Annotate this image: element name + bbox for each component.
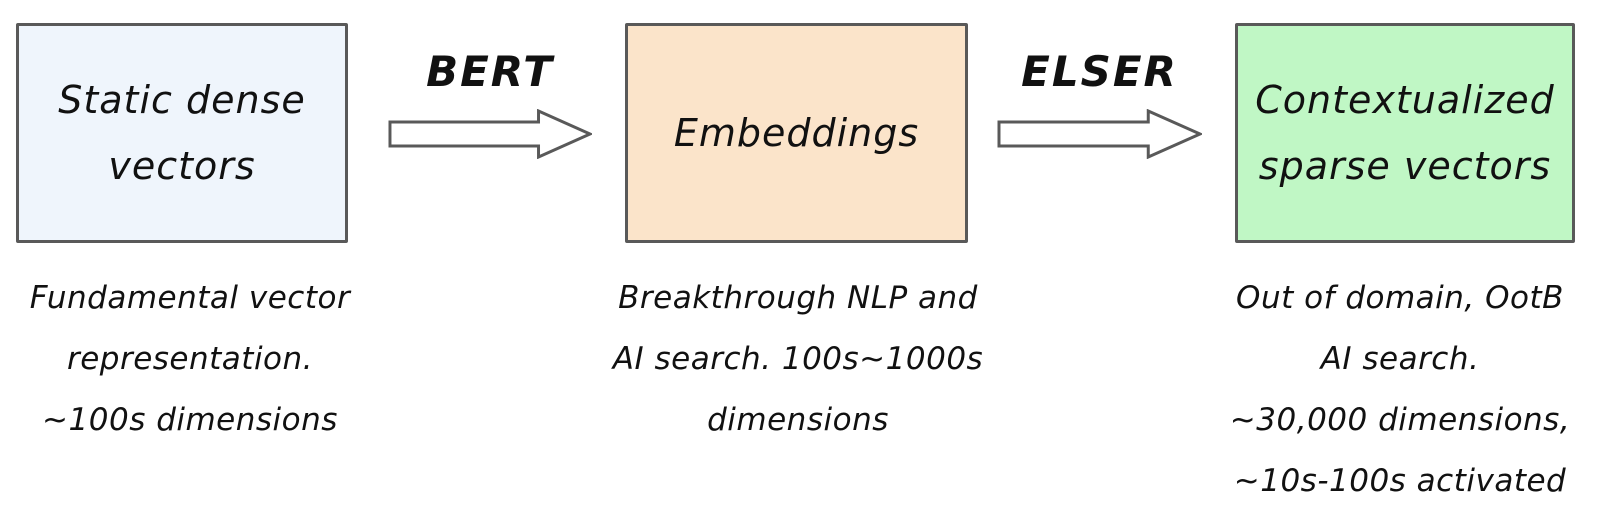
elser-arrow-label: ELSER [1021,47,1178,96]
caption-line: AI search. 100s~1000s [612,341,984,377]
caption-line: representation. [66,341,314,377]
contextualized-sparse-vectors-caption: Out of domain, OotB AI search. ~30,000 d… [1180,268,1600,512]
caption-line: ~30,000 dimensions, [1229,402,1571,438]
bert-arrow-label: BERT [426,47,554,96]
elser-arrow-icon [997,109,1202,159]
contextualized-sparse-vectors-label-line-1: Contextualized [1255,78,1555,122]
static-dense-vectors-label-line-2: vectors [108,144,256,188]
contextualized-sparse-vectors-box: Contextualized sparse vectors [1235,23,1575,243]
embeddings-label: Embeddings [673,111,920,155]
embeddings-caption: Breakthrough NLP and AI search. 100s~100… [572,268,1024,451]
caption-line: Fundamental vector [29,280,351,316]
embeddings-box: Embeddings [625,23,968,243]
static-dense-vectors-label-line-1: Static dense [58,78,306,122]
caption-line: ~10s-100s activated [1233,463,1567,499]
caption-line: ~100s dimensions [42,402,338,438]
static-dense-vectors-caption: Fundamental vector representation. ~100s… [0,268,380,451]
caption-line: Breakthrough NLP and [618,280,978,316]
static-dense-vectors-box: Static dense vectors [16,23,348,243]
caption-line: dimensions [707,402,889,438]
contextualized-sparse-vectors-label-line-2: sparse vectors [1258,144,1552,188]
caption-line: AI search. [1320,341,1480,377]
caption-line: Out of domain, OotB [1236,280,1564,316]
bert-arrow-icon [388,109,592,159]
